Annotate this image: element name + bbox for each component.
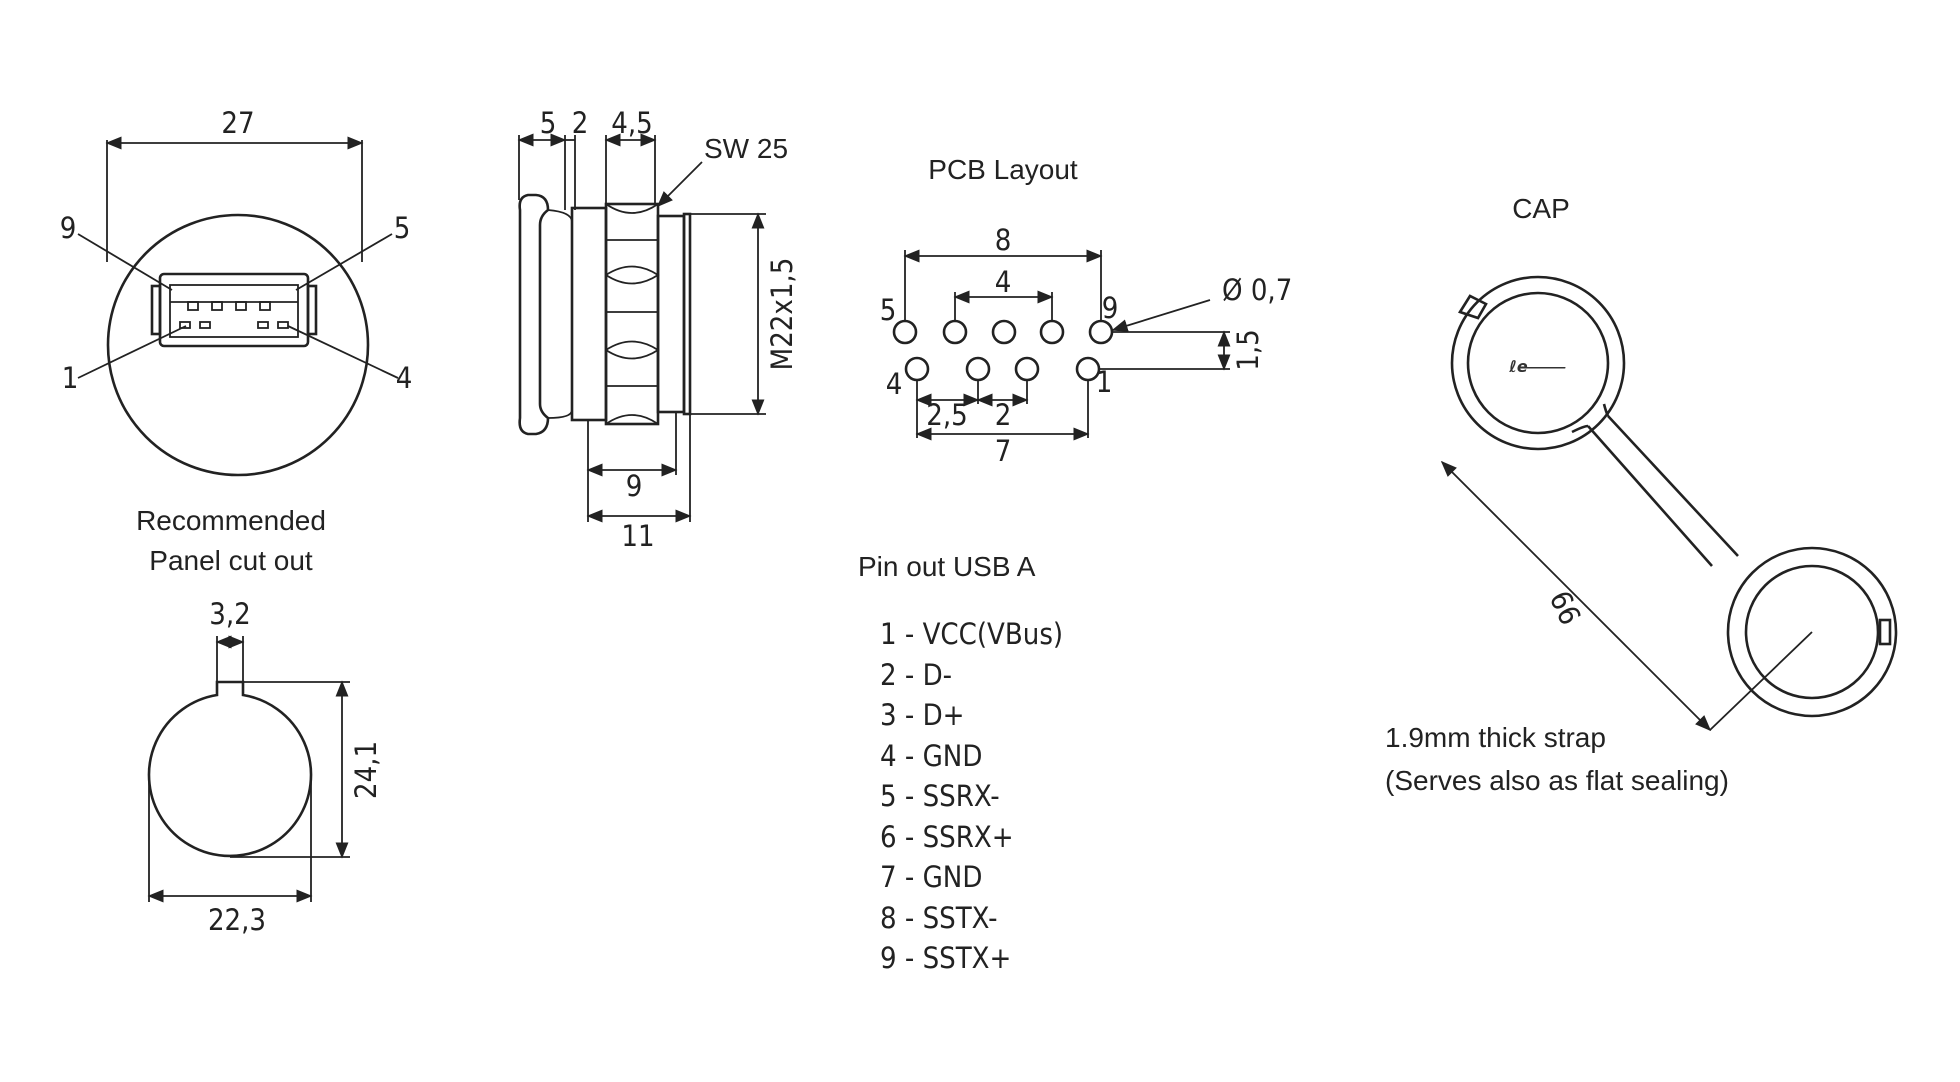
pinout-item: 7 - GND	[880, 860, 982, 894]
pcb-pin-label-5: 5	[880, 293, 897, 327]
front-pin-label-4: 4	[396, 361, 413, 395]
cap-drawing: CAP ℓe ̶ ̶ ̶ ̶ ̶ ̶ ̶ 66 1.9mm thick stra…	[1385, 193, 1898, 796]
cutout-title-line1: Recommended	[136, 505, 326, 536]
wrench-size-label: SW 25	[704, 133, 788, 164]
pinout-item: 9 - SSTX+	[880, 941, 1011, 975]
pcb-layout-title: PCB Layout	[928, 154, 1078, 185]
front-pin-label-1: 1	[62, 361, 79, 395]
side-dim-11: 11	[621, 519, 654, 553]
side-view: 5 2 4,5 SW 25 M22x1,5 9 11	[517, 106, 799, 553]
pinout-title: Pin out USB A	[858, 551, 1036, 582]
pinout-item: 1 - VCC(VBus)	[880, 617, 1063, 651]
pinout-item: 4 - GND	[880, 739, 982, 773]
panel-cutout: Recommended Panel cut out 3,2 24,1 22,3	[136, 505, 383, 937]
pcb-hole	[942, 319, 968, 345]
front-view: 27 9 5 1 4	[60, 106, 413, 477]
front-pin-label-9: 9	[60, 211, 77, 245]
pcb-pin-label-4: 4	[886, 367, 903, 401]
pcb-hole	[1039, 319, 1065, 345]
cap-note-line1: 1.9mm thick strap	[1385, 722, 1606, 753]
cutout-height: 24,1	[349, 741, 383, 799]
pcb-hole	[1014, 356, 1040, 382]
pcb-dim-4: 4	[995, 265, 1012, 299]
front-width-dim: 27	[221, 106, 254, 140]
pinout-item: 8 - SSTX-	[880, 901, 998, 935]
cap-note-line2: (Serves also as flat sealing)	[1385, 765, 1729, 796]
pinout-section: Pin out USB A 1 - VCC(VBus) 2 - D- 3 - D…	[858, 551, 1063, 975]
pinout-item: 5 - SSRX-	[880, 779, 1000, 813]
pcb-layout: PCB Layout 8 4 Ø 0,7 1,5 5 9 4 1	[880, 154, 1293, 468]
pcb-pin-label-9: 9	[1102, 291, 1119, 325]
pcb-hole	[1075, 356, 1101, 382]
pcb-hole	[892, 319, 918, 345]
pcb-hole-diameter: Ø 0,7	[1222, 273, 1292, 307]
thread-label: M22x1,5	[765, 258, 799, 371]
cutout-diameter: 22,3	[208, 903, 266, 937]
pcb-hole	[1088, 319, 1114, 345]
pcb-hole	[965, 356, 991, 382]
pcb-hole	[904, 356, 930, 382]
side-dim-4-5: 4,5	[611, 106, 652, 140]
pcb-pin-label-1: 1	[1096, 365, 1113, 399]
pcb-dim-7: 7	[995, 434, 1012, 468]
pcb-hole	[991, 319, 1017, 345]
pcb-row-pitch: 1,5	[1231, 329, 1265, 370]
pcb-dim-2: 2	[995, 398, 1012, 432]
cutout-title-line2: Panel cut out	[149, 545, 313, 576]
side-dim-2: 2	[572, 106, 589, 140]
pinout-item: 2 - D-	[880, 658, 952, 692]
pcb-dim-8: 8	[995, 223, 1012, 257]
cutout-key-width: 3,2	[209, 597, 250, 631]
cap-logo: ℓe ̶ ̶ ̶ ̶ ̶ ̶ ̶	[1508, 357, 1566, 376]
side-dim-5: 5	[540, 106, 557, 140]
pcb-dim-2-5: 2,5	[926, 398, 967, 432]
cap-title: CAP	[1512, 193, 1570, 224]
front-pin-label-5: 5	[394, 211, 411, 245]
pinout-item: 6 - SSRX+	[880, 820, 1014, 854]
pinout-item: 3 - D+	[880, 698, 965, 732]
side-dim-9: 9	[626, 469, 643, 503]
cap-length: 66	[1543, 586, 1588, 630]
